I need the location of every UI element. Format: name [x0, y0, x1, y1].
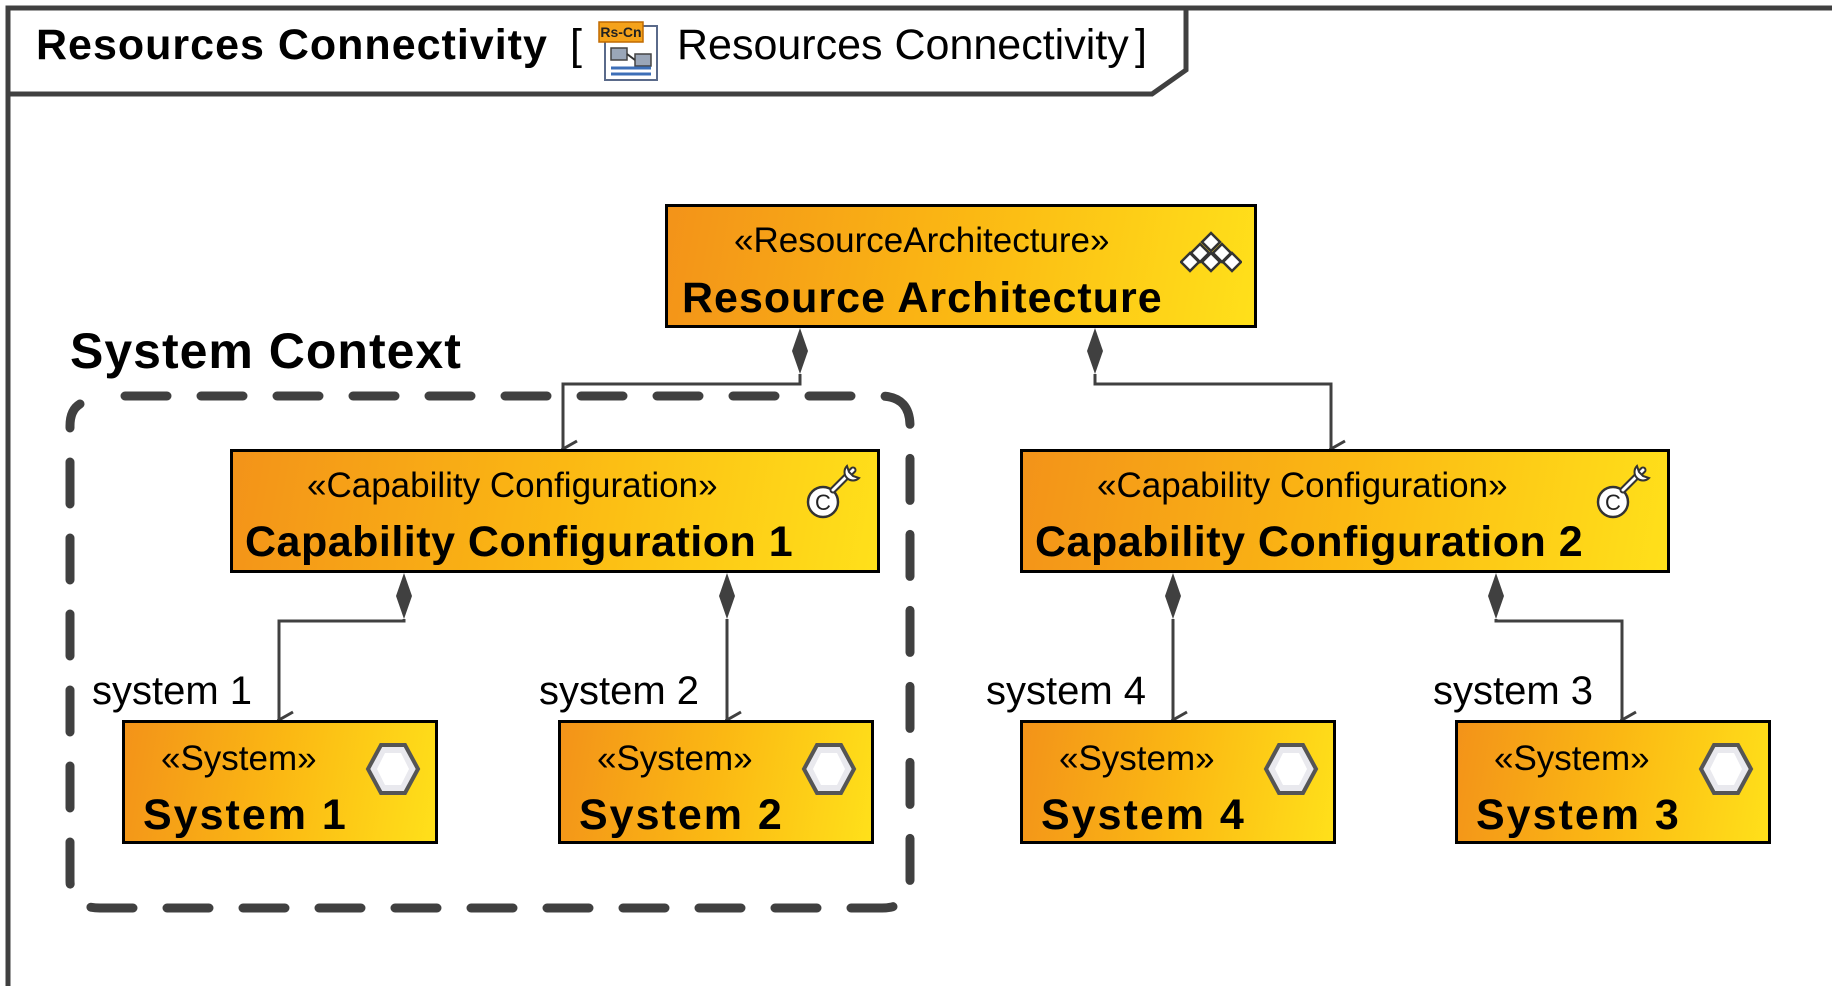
block-stereotype: «System»	[1494, 739, 1650, 778]
composition-diamonds	[396, 328, 1504, 619]
frame-title: Resources Connectivity	[36, 21, 548, 69]
frame-diagram-name: Resources Connectivity	[677, 21, 1129, 69]
connector-ra-cc1	[563, 374, 802, 449]
system-1-block[interactable]: «System» System 1	[122, 720, 438, 844]
capability-configuration-icon: C	[1596, 464, 1651, 519]
svg-text:C: C	[1605, 490, 1621, 515]
system-hexagon-icon	[365, 743, 421, 795]
block-stereotype: «System»	[597, 739, 753, 778]
diamond-cc1-s2	[719, 573, 735, 619]
resources-connectivity-diagram-icon: Rs-Cn	[598, 21, 658, 81]
frame-bracket-close: ]	[1135, 21, 1147, 69]
connector-ra-cc2	[1093, 374, 1331, 449]
block-name: System 3	[1476, 791, 1681, 839]
block-stereotype: «System»	[161, 739, 317, 778]
resource-architecture-block[interactable]: «ResourceArchitecture» Resource Architec…	[665, 204, 1257, 328]
system-3-block[interactable]: «System» System 3	[1455, 720, 1771, 844]
diamond-ra-cc2	[1087, 328, 1103, 374]
system-hexagon-icon	[1698, 743, 1754, 795]
system-context-label: System Context	[70, 323, 462, 379]
frame-icon-label: Rs-Cn	[600, 24, 641, 40]
block-name: System 1	[143, 791, 348, 839]
block-name: System 4	[1041, 791, 1246, 839]
block-stereotype: «ResourceArchitecture»	[734, 221, 1110, 260]
block-name: System 2	[579, 791, 784, 839]
block-name: Capability Configuration 1	[245, 518, 794, 566]
connector-cc2-s3	[1494, 619, 1622, 720]
resource-architecture-icon	[1180, 231, 1242, 273]
diamond-cc1-s1	[396, 573, 412, 619]
diamond-cc2-s3	[1488, 573, 1504, 619]
system-hexagon-icon	[1263, 743, 1319, 795]
capability-configuration-1-block[interactable]: «Capability Configuration» Capability Co…	[230, 449, 880, 573]
block-name: Capability Configuration 2	[1035, 518, 1584, 566]
system-2-block[interactable]: «System» System 2	[558, 720, 874, 844]
block-name: Resource Architecture	[682, 274, 1163, 322]
block-stereotype: «Capability Configuration»	[1097, 466, 1508, 505]
svg-text:C: C	[815, 490, 831, 515]
diamond-ra-cc1	[792, 328, 808, 374]
system-1-role-label: system 1	[92, 669, 253, 713]
capability-configuration-2-block[interactable]: «Capability Configuration» Capability Co…	[1020, 449, 1670, 573]
capability-configuration-icon: C	[806, 464, 861, 519]
block-stereotype: «Capability Configuration»	[307, 466, 718, 505]
system-hexagon-icon	[801, 743, 857, 795]
connector-cc1-s1	[279, 619, 406, 720]
system-4-block[interactable]: «System» System 4	[1020, 720, 1336, 844]
diagram-frame	[5, 5, 1832, 986]
system-2-role-label: system 2	[539, 669, 700, 713]
system-context-boundary	[65, 391, 915, 913]
system-3-role-label: system 3	[1433, 669, 1594, 713]
diamond-cc2-s4	[1165, 573, 1181, 619]
composition-connectors	[279, 374, 1622, 720]
frame-bracket-open: [	[570, 21, 582, 69]
block-stereotype: «System»	[1059, 739, 1215, 778]
system-4-role-label: system 4	[986, 669, 1147, 713]
